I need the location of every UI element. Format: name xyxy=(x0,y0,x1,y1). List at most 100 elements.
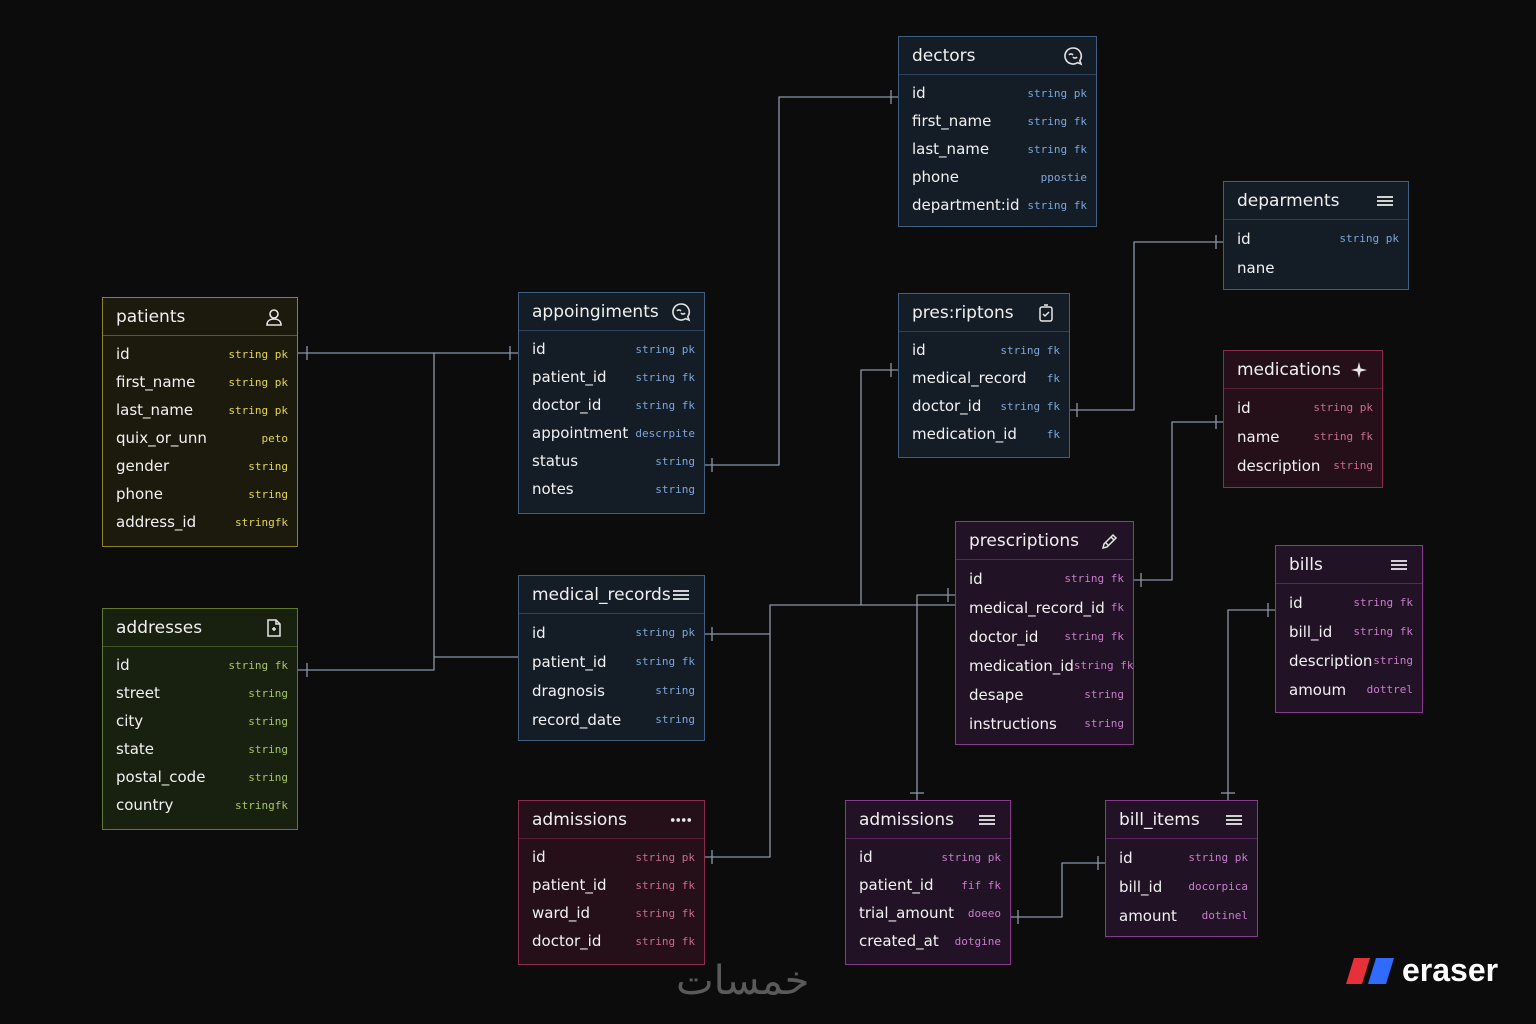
field-type: string xyxy=(655,454,695,468)
menu-icon[interactable] xyxy=(1374,190,1396,212)
chat-bubble-icon[interactable] xyxy=(670,301,692,323)
table-header[interactable]: bill_items xyxy=(1106,801,1257,839)
chat-bubble-icon[interactable] xyxy=(1062,45,1084,67)
table-header[interactable]: admissions xyxy=(846,801,1010,839)
more-dots-icon[interactable] xyxy=(670,809,692,831)
sparkle-icon[interactable] xyxy=(1348,359,1370,381)
table-header[interactable]: deparments xyxy=(1224,182,1408,220)
table-header[interactable]: bills xyxy=(1276,546,1422,584)
table-header[interactable]: medical_records xyxy=(519,576,704,614)
pencil-icon[interactable] xyxy=(1099,530,1121,552)
field-row[interactable]: nane xyxy=(1224,253,1408,282)
table-header[interactable]: pres:riptons xyxy=(899,294,1069,332)
user-icon[interactable] xyxy=(263,306,285,328)
menu-icon[interactable] xyxy=(671,584,692,606)
table-header[interactable]: prescriptions xyxy=(956,522,1133,560)
table-header[interactable]: medications xyxy=(1224,351,1382,389)
menu-icon[interactable] xyxy=(976,809,998,831)
table-header[interactable]: dectors xyxy=(899,37,1096,75)
menu-icon[interactable] xyxy=(1388,554,1410,576)
field-name: medication_id xyxy=(912,425,1017,443)
table-header[interactable]: admissions xyxy=(519,801,704,839)
menu-icon[interactable] xyxy=(1223,809,1245,831)
clipboard-icon[interactable] xyxy=(1035,302,1057,324)
eraser-brand[interactable]: eraser xyxy=(1346,952,1498,989)
table-header[interactable]: appoingiments xyxy=(519,293,704,331)
table-header[interactable]: addresses xyxy=(103,609,297,647)
document-icon[interactable] xyxy=(263,617,285,639)
table-header[interactable]: patients xyxy=(103,298,297,336)
